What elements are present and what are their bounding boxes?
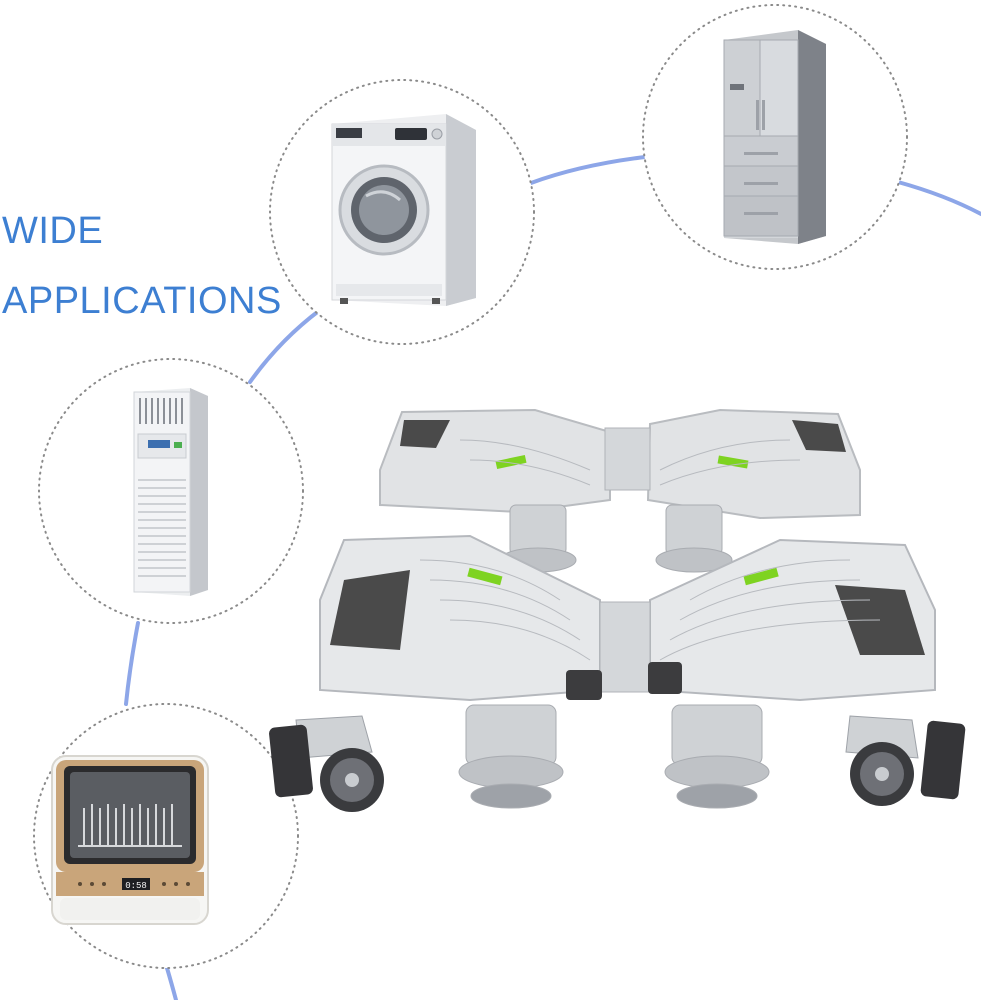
- appliance-stand-icon: [269, 408, 966, 812]
- stand-front-feet: [458, 704, 770, 809]
- ac-top-vent: [139, 398, 183, 424]
- stand-front-rail: [599, 601, 651, 693]
- connector-dishwasher-bottom: [165, 966, 178, 1000]
- ac-bottom-grille: [138, 479, 186, 577]
- level-bubble-front-right: [743, 567, 779, 586]
- stand-back-rail: [604, 427, 651, 491]
- connector-ac-dishwasher: [124, 621, 140, 706]
- headline-line-2: APPLICATIONS: [2, 280, 282, 322]
- level-bubble-back-left: [495, 454, 527, 470]
- stand-back-feet: [499, 504, 733, 573]
- headline: WIDE APPLICATIONS: [2, 196, 282, 336]
- connector-fridge-edge: [896, 180, 981, 216]
- connector-washer-ac: [248, 308, 322, 384]
- dishwasher-icon: 0:58: [51, 755, 209, 925]
- refrigerator-icon: [723, 30, 826, 244]
- headline-line-1: WIDE: [2, 210, 104, 252]
- washing-machine-icon: [331, 114, 476, 306]
- connector-lines: [124, 155, 981, 1000]
- connector-washer-fridge: [529, 155, 647, 185]
- caster-right: [845, 715, 966, 806]
- dishwasher-display: 0:58: [125, 881, 147, 891]
- stand-grid-texture: [419, 439, 881, 661]
- caster-left: [269, 715, 384, 812]
- level-bubble-back-right: [717, 455, 749, 469]
- dish-racks: [78, 804, 182, 847]
- air-conditioner-icon: [133, 388, 208, 596]
- level-bubble-front-left: [467, 567, 503, 586]
